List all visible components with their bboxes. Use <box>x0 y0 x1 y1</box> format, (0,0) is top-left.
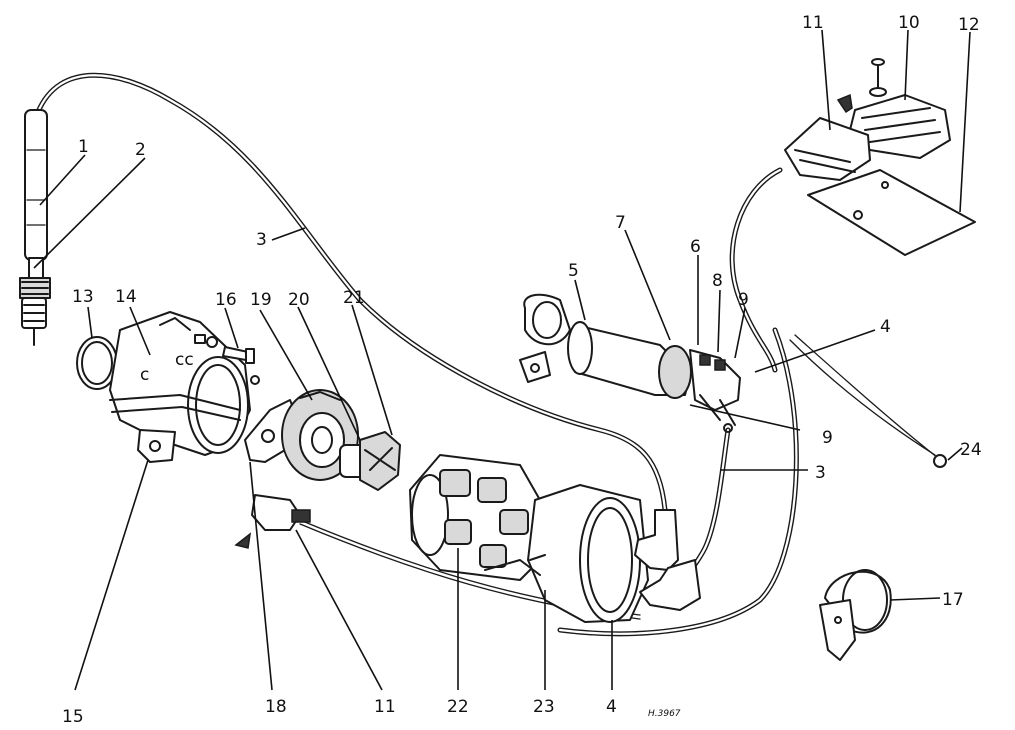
label-11-top: 11 <box>802 13 824 33</box>
control-unit-10 <box>836 58 951 159</box>
coil-lead <box>682 427 731 583</box>
spark-plug-assembly <box>19 109 51 346</box>
label-20: 20 <box>288 290 310 310</box>
label-16: 16 <box>215 290 237 310</box>
svg-text:cc: cc <box>175 350 194 370</box>
rotor-disc-19 <box>281 389 359 481</box>
leader-lines <box>33 29 971 691</box>
label-4-bottom: 4 <box>606 697 617 717</box>
label-2: 2 <box>135 140 146 160</box>
label-11-bottom: 11 <box>374 697 396 717</box>
label-7: 7 <box>615 213 626 233</box>
distributor-body-23 <box>484 484 649 623</box>
label-10: 10 <box>898 13 920 33</box>
label-4-coil: 4 <box>880 317 891 337</box>
label-3-upper: 3 <box>256 230 267 250</box>
rotor-20 <box>339 431 401 491</box>
label-9-upper: 9 <box>738 290 749 310</box>
part-labels: 1 2 3 3 4 4 5 6 7 8 9 9 10 11 11 12 13 1… <box>62 13 982 727</box>
screw-16 <box>222 346 255 364</box>
ht-lead <box>35 72 668 513</box>
label-1: 1 <box>78 137 89 157</box>
distributor-cap-22 <box>409 454 546 581</box>
label-22: 22 <box>447 697 469 717</box>
label-18: 18 <box>265 697 287 717</box>
label-17: 17 <box>942 590 964 610</box>
earth-terminal-24 <box>933 454 947 468</box>
label-19: 19 <box>250 290 272 310</box>
distributor-housing: cc c <box>76 311 260 463</box>
svg-text:c: c <box>140 365 149 385</box>
label-3-lower: 3 <box>815 463 826 483</box>
label-14: 14 <box>115 287 137 307</box>
label-24: 24 <box>960 440 982 460</box>
label-9-lower: 9 <box>822 428 833 448</box>
label-15: 15 <box>62 707 84 725</box>
sensor-connector-11 <box>234 494 311 549</box>
label-12: 12 <box>958 15 980 35</box>
mounting-plate-12 <box>807 169 976 256</box>
shield-17 <box>819 569 892 661</box>
multiplug-11 <box>784 117 871 181</box>
lead-caps <box>634 509 701 611</box>
label-23: 23 <box>533 697 555 717</box>
figure-reference: H.3967 <box>648 709 681 719</box>
label-6: 6 <box>690 237 701 257</box>
label-8: 8 <box>712 271 723 291</box>
label-5: 5 <box>568 261 579 281</box>
label-21: 21 <box>343 288 365 308</box>
label-13: 13 <box>72 287 94 307</box>
ignition-coil-5 <box>519 293 741 433</box>
